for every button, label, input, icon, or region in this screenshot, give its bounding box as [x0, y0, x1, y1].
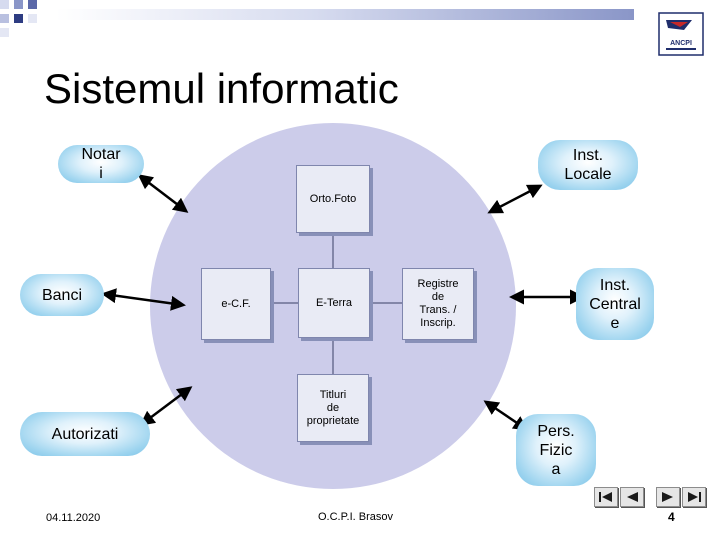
box-titluri-label: Titluri de proprietate [306, 388, 360, 427]
node-inst-locale-label: Inst. Locale [564, 147, 612, 183]
box-titluri: Titluri de proprietate [297, 374, 369, 442]
box-registre: Registre de Trans. / Inscrip. [402, 268, 474, 340]
arrow-autorizati [139, 386, 193, 426]
last-icon [688, 492, 701, 502]
nav-first-button[interactable] [594, 487, 618, 507]
decor-squares [0, 0, 56, 48]
node-inst-locale: Inst. Locale [538, 140, 638, 190]
box-ortofoto-label: Orto.Foto [309, 192, 357, 205]
box-eterra: E-Terra [298, 268, 370, 338]
top-bar [56, 9, 634, 20]
node-pers-fizice-label: Pers. Fizic a [537, 422, 575, 478]
nav-last-button[interactable] [682, 487, 706, 507]
ancpi-logo: ANCPI [658, 12, 704, 56]
node-notari: Notar i [58, 145, 144, 183]
logo: ANCPI [658, 12, 704, 56]
logo-text: ANCPI [670, 40, 692, 47]
node-inst-centrale: Inst. Central e [576, 268, 654, 340]
footer-date: 04.11.2020 [46, 512, 101, 524]
arrow-inst-locale [487, 184, 543, 214]
box-registre-label: Registre de Trans. / Inscrip. [417, 278, 459, 329]
decor-squares-graphic [0, 0, 37, 37]
node-autorizati: Autorizati [20, 412, 150, 456]
box-ecf: e-C.F. [201, 268, 271, 340]
node-banci: Banci [20, 274, 104, 316]
nav-prev-button[interactable] [620, 487, 644, 507]
node-pers-fizice: Pers. Fizic a [516, 414, 596, 486]
box-ecf-label: e-C.F. [221, 297, 251, 310]
node-inst-centrale-label: Inst. Central e [589, 276, 641, 332]
node-banci-label: Banci [41, 286, 83, 304]
node-notari-label: Notar i [81, 146, 121, 182]
page-title: Sistemul informatic [44, 65, 399, 112]
prev-icon [627, 492, 638, 502]
arrow-notari [137, 174, 189, 213]
page-number: 4 [668, 510, 675, 524]
nav-next-button[interactable] [656, 487, 680, 507]
next-icon [662, 492, 673, 502]
footer-center: O.C.P.I. Brasov [318, 511, 393, 523]
box-ortofoto: Orto.Foto [296, 165, 370, 233]
arrow-banci [101, 288, 186, 311]
node-autorizati-label: Autorizati [51, 425, 119, 443]
first-icon [599, 492, 612, 502]
box-eterra-label: E-Terra [315, 296, 353, 309]
